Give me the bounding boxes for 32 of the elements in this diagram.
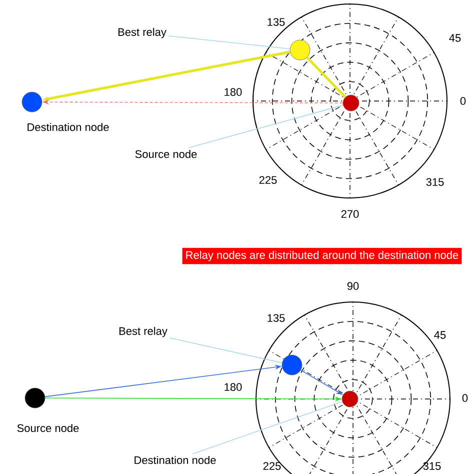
angle-label: 315 bbox=[423, 462, 441, 470]
leader-line bbox=[168, 35, 290, 50]
node-circle bbox=[342, 94, 360, 112]
angle-label: 45 bbox=[449, 34, 461, 42]
node-label: Source node bbox=[135, 150, 197, 158]
node-circle bbox=[22, 92, 42, 112]
node-circle bbox=[342, 390, 358, 408]
node-circle bbox=[282, 354, 302, 376]
angle-label: 0 bbox=[460, 97, 466, 105]
node-label: Best relay bbox=[118, 28, 166, 38]
node-circle bbox=[290, 40, 310, 60]
angle-label: 180 bbox=[224, 383, 242, 391]
node-label: Best relay bbox=[119, 326, 168, 338]
banner: Relay nodes are distributed around the destination node bbox=[182, 248, 462, 264]
angle-label: 270 bbox=[341, 210, 359, 218]
angle-label: 0 bbox=[462, 394, 468, 402]
angle-label: 45 bbox=[434, 331, 446, 339]
leader-line bbox=[192, 401, 343, 454]
link-line bbox=[306, 56, 346, 98]
node-label: Destination node bbox=[134, 456, 216, 464]
angle-label: 90 bbox=[347, 282, 359, 290]
angle-label: 225 bbox=[259, 176, 277, 184]
node-caption: Source node bbox=[17, 424, 79, 432]
leader-line bbox=[169, 338, 282, 364]
node-caption: Destination node bbox=[28, 122, 109, 132]
angle-label: 180 bbox=[224, 88, 242, 96]
leader-line bbox=[188, 104, 344, 148]
angle-label: 315 bbox=[426, 178, 444, 186]
angle-label: 225 bbox=[263, 462, 281, 470]
angle-label: 135 bbox=[268, 18, 285, 26]
node-circle bbox=[24, 388, 46, 408]
angle-label: 135 bbox=[268, 314, 285, 322]
